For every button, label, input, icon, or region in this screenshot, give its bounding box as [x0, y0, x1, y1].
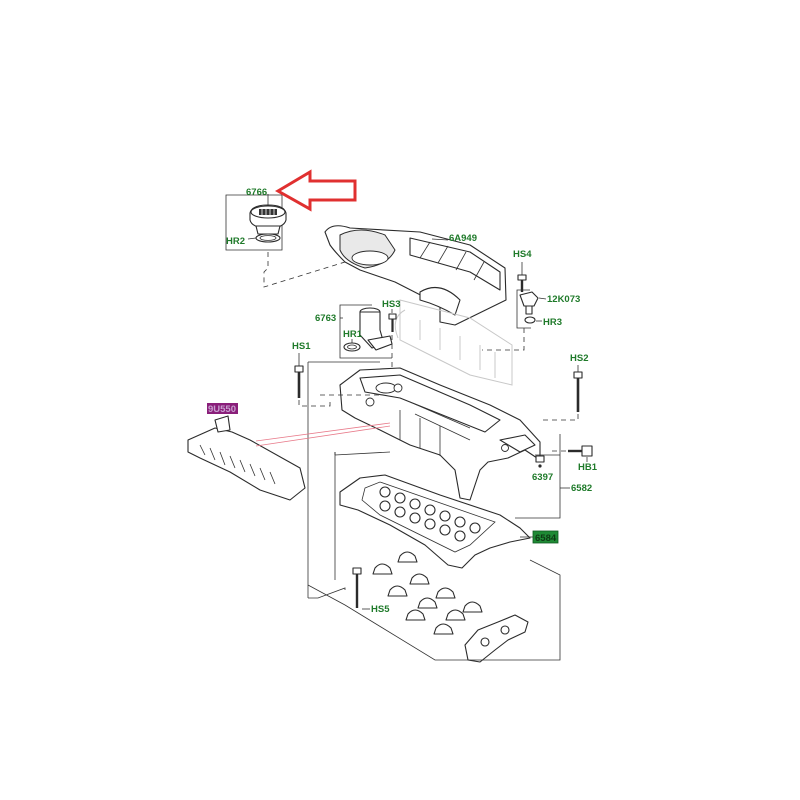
- label-hs1: HS1: [292, 341, 311, 352]
- engine-cover[interactable]: [324, 225, 507, 326]
- bolt-hb1[interactable]: [568, 445, 593, 457]
- svg-text:9U550: 9U550: [208, 404, 236, 415]
- label-hs2: HS2: [570, 353, 588, 364]
- label-hs3: HS3: [382, 299, 400, 310]
- label-hs4: HS4: [513, 249, 532, 260]
- oil-filler-cap-group: 6766 HR2: [225, 187, 346, 288]
- svg-text:6584: 6584: [535, 533, 557, 544]
- label-hb1: HB1: [578, 462, 598, 473]
- label-6397: 6397: [532, 472, 553, 483]
- label-hr3: HR3: [543, 317, 562, 328]
- filler-tube-group: 6763 HS3 HR1: [315, 299, 400, 370]
- bolt-hs3[interactable]: [388, 313, 397, 332]
- gasket-cam-bores: [379, 486, 481, 542]
- label-6a949: 6A949: [449, 233, 477, 244]
- baffle-9u550[interactable]: [187, 415, 306, 501]
- bolt-hs1[interactable]: [294, 365, 304, 398]
- bolt-hs5[interactable]: [352, 567, 362, 608]
- bearing-caps[interactable]: [372, 551, 483, 635]
- engine-ghost-outline: [394, 299, 513, 386]
- sensor-group: HS4 12K073 HR3: [482, 249, 580, 351]
- label-hs5: HS5: [371, 604, 390, 615]
- filler-tube[interactable]: [359, 307, 393, 351]
- label-hr1: HR1: [343, 329, 363, 340]
- label-6763: 6763: [315, 313, 336, 324]
- label-12k073: 12K073: [547, 294, 580, 305]
- label-6584-highlight: 6584: [532, 530, 559, 544]
- gasket-6584[interactable]: [339, 474, 531, 569]
- front-bearing-cap[interactable]: [464, 614, 529, 663]
- label-hr2: HR2: [226, 236, 245, 247]
- cap-seal-ring[interactable]: [255, 233, 281, 243]
- bolt-hs4[interactable]: [517, 274, 527, 292]
- plug-6397[interactable]: [535, 455, 545, 468]
- label-9u550-highlight: 9U550: [207, 403, 238, 415]
- camshaft-cover[interactable]: [339, 367, 541, 501]
- red-outline-arrow-icon: [275, 169, 357, 212]
- oil-filler-cap[interactable]: [249, 204, 287, 235]
- sensor-12k073[interactable]: [519, 291, 539, 315]
- label-6766: 6766: [246, 187, 267, 198]
- seal-hr3[interactable]: [524, 316, 536, 324]
- seal-hr1[interactable]: [343, 342, 361, 352]
- label-6582: 6582: [571, 483, 592, 494]
- bolt-hs2[interactable]: [573, 371, 583, 412]
